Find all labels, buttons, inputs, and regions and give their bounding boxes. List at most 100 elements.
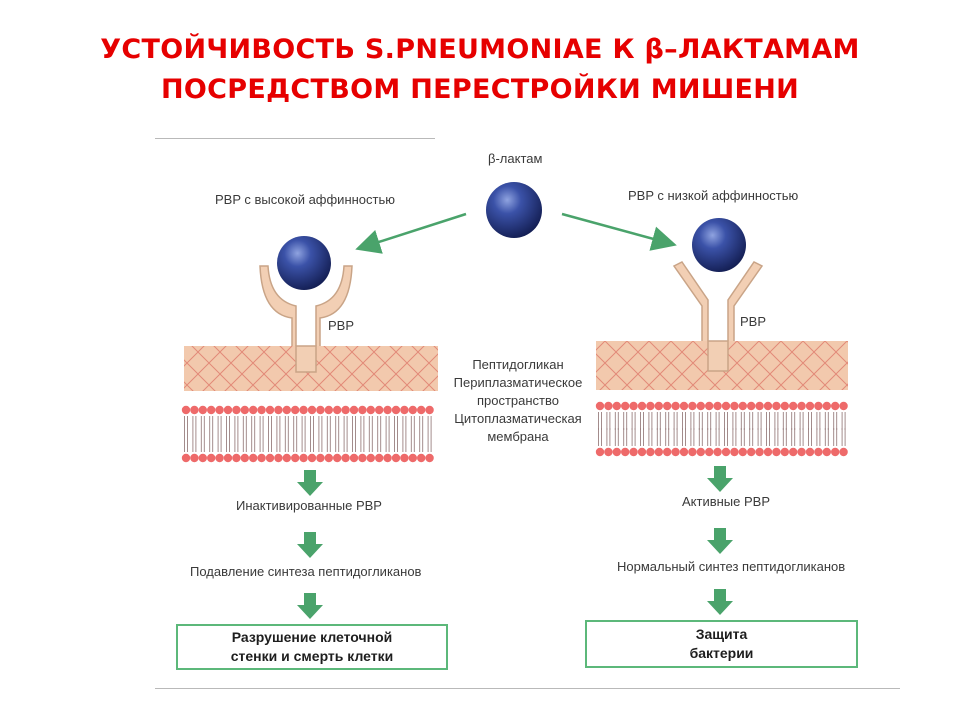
down-arrow: [297, 593, 323, 619]
lipid-tail: [631, 428, 636, 446]
lipid-tail: [276, 416, 281, 434]
lipid-tail: [841, 412, 846, 430]
left-step-2: Подавление синтеза пептидогликанов: [190, 564, 422, 579]
lipid-head: [207, 453, 216, 463]
lipid-tail: [377, 416, 382, 434]
lipid-tail: [184, 416, 188, 434]
lipid-head: [324, 405, 333, 415]
lipid-tail: [698, 412, 703, 430]
lipid-tail: [318, 434, 323, 452]
lipid-head: [249, 405, 258, 415]
lipid-head: [822, 401, 831, 411]
lipid-head: [265, 405, 275, 415]
left-affinity-label: PBP с высокой аффинностью: [215, 192, 396, 207]
down-arrow: [707, 466, 733, 492]
lipid-tail: [799, 428, 804, 446]
cytoplasmic-label-1: Цитоплазматическая: [454, 411, 582, 426]
lipid-head: [738, 401, 747, 411]
lipid-tail: [757, 412, 762, 430]
cytoplasmic-label-2: мембрана: [487, 429, 549, 444]
lipid-tail: [394, 434, 398, 452]
lipid-head: [408, 453, 417, 463]
lipid-head: [291, 405, 300, 415]
lipid-tail: [774, 428, 779, 446]
lipid-head: [383, 453, 392, 463]
lipid-head: [299, 405, 308, 415]
lipid-head: [831, 447, 840, 457]
lipid-head: [316, 405, 325, 415]
right-pbp-stem: [707, 340, 729, 372]
lipid-tail: [352, 416, 356, 434]
left-bound-sphere: [277, 236, 331, 290]
arrow-to-left-pbp: [355, 212, 467, 254]
lipid-head: [223, 405, 233, 415]
lipid-tail: [732, 428, 737, 446]
lipid-tail: [301, 434, 306, 452]
lipid-head: [805, 447, 815, 457]
left-step-1: Инактивированные PBP: [236, 498, 382, 513]
lipid-head: [755, 401, 764, 411]
center-layer-labels: Пептидогликан Периплазматическое простра…: [418, 356, 618, 446]
lipid-tail: [385, 434, 390, 452]
lipid-tail: [816, 428, 821, 446]
lipid-tail: [824, 428, 829, 446]
lipid-head: [780, 401, 789, 411]
lipid-head: [713, 447, 722, 457]
lipid-tail: [184, 434, 188, 452]
lipid-head: [349, 405, 359, 415]
right-result-line-1: Защита: [695, 626, 748, 642]
right-pbp-label: PBP: [740, 314, 767, 329]
lipid-head: [375, 453, 384, 463]
lipid-head: [696, 401, 705, 411]
lipid-tail: [310, 434, 314, 452]
lipid-head: [366, 453, 375, 463]
lipid-tail: [192, 434, 197, 452]
lipid-tail: [606, 428, 611, 446]
lipid-head: [408, 405, 417, 415]
lipid-head: [629, 401, 638, 411]
lipid-tail: [402, 434, 407, 452]
lipid-head: [730, 401, 739, 411]
top-rule: [155, 138, 435, 139]
lipid-head: [358, 453, 367, 463]
right-result-box: Защита бактерии: [585, 620, 858, 668]
down-arrow: [707, 589, 733, 615]
lipid-head: [291, 453, 300, 463]
lipid-tail: [200, 416, 205, 434]
lipid-head: [763, 447, 773, 457]
lipid-head: [747, 447, 756, 457]
lipid-head: [198, 405, 207, 415]
lipid-head: [324, 453, 333, 463]
lipid-tail: [606, 412, 611, 430]
lipid-tail: [766, 412, 770, 430]
lipid-tail: [276, 434, 281, 452]
lipid-head: [595, 401, 605, 411]
lipid-head: [654, 447, 663, 457]
lipid-head: [181, 453, 191, 463]
lipid-head: [400, 405, 409, 415]
lipid-tail: [427, 416, 432, 434]
lipid-tail: [774, 412, 779, 430]
lipid-tail: [791, 428, 796, 446]
lipid-head: [249, 453, 258, 463]
beta-lactam-label: β-лактам: [488, 151, 543, 166]
right-result-line-2: бактерии: [689, 645, 754, 661]
down-arrow: [297, 532, 323, 558]
lipid-head: [621, 401, 630, 411]
lipid-head: [333, 405, 342, 415]
lipid-head: [198, 453, 207, 463]
lipid-tail: [360, 416, 365, 434]
lipid-head: [417, 405, 426, 415]
lipid-tail: [427, 434, 432, 452]
right-sphere: [692, 218, 746, 272]
lipid-tail: [656, 412, 661, 430]
lipid-head: [705, 447, 714, 457]
arrow-to-right-pbp: [561, 212, 677, 251]
lipid-tail: [799, 412, 804, 430]
lipid-tail: [293, 416, 298, 434]
title-line-1: УСТОЙЧИВОСТЬ S.PNEUMONIAE К β–ЛАКТАМАМ: [100, 34, 860, 65]
lipid-head: [341, 405, 350, 415]
lipid-head: [839, 447, 848, 457]
lipid-head: [223, 453, 233, 463]
